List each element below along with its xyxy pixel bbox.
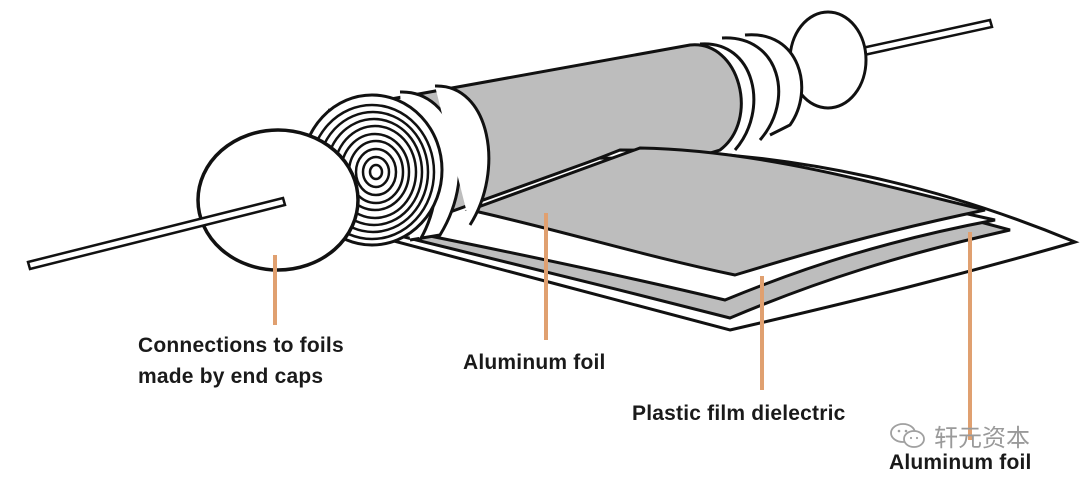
label-connections-line1: Connections to foils bbox=[138, 334, 344, 357]
lead-wire-right bbox=[860, 18, 994, 57]
watermark: 轩元资本 bbox=[888, 418, 1030, 453]
label-connections-line2: made by end caps bbox=[138, 365, 324, 388]
wechat-icon bbox=[890, 422, 925, 448]
lead-wire-left bbox=[26, 196, 287, 271]
roll-right-rings bbox=[699, 33, 804, 151]
label-aluminum-foil-1: Aluminum foil bbox=[463, 351, 606, 374]
label-plastic-film: Plastic film dielectric bbox=[632, 402, 846, 425]
unrolled-layers bbox=[385, 146, 1080, 332]
leader-lines bbox=[273, 213, 972, 440]
label-aluminum-foil-2: Aluminum foil bbox=[889, 451, 1032, 474]
layer-foil-top bbox=[464, 146, 986, 277]
label-connections: Connections to foils made by end caps bbox=[138, 330, 344, 392]
watermark-text: 轩元资本 bbox=[934, 424, 1030, 452]
